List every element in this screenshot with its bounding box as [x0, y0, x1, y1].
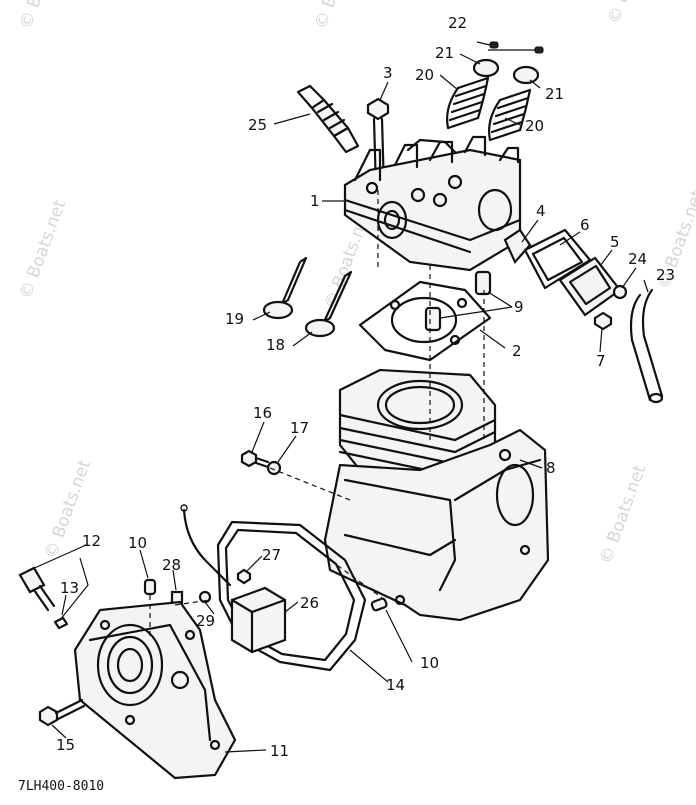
valve-cotter-left[interactable]: [489, 41, 499, 49]
alignment-lines: [149, 190, 485, 640]
callout-26: 26: [300, 594, 319, 612]
callout-15: 15: [56, 736, 75, 754]
callout-25: 25: [248, 116, 267, 134]
callout-22: 22: [448, 14, 467, 32]
head-gasket[interactable]: [358, 280, 492, 362]
callout-4: 4: [536, 202, 546, 220]
leader-lines: [29, 41, 649, 753]
dowel-pin-case[interactable]: [370, 597, 388, 612]
spark-plug[interactable]: [296, 84, 360, 154]
pulser-coil-wire[interactable]: [180, 504, 232, 587]
cover-bolt-long[interactable]: [38, 698, 86, 727]
callout-labels: 1 2 3 4 5 6 7 8 9 10 10 11 12 13 14 15 1…: [56, 14, 675, 760]
watermark-left: © Boats.net: [16, 197, 70, 302]
watermark-top-right: © Boats.net: [604, 0, 658, 27]
spring-retainer-right[interactable]: [512, 65, 540, 85]
callout-9: 9: [514, 298, 524, 316]
callout-18: 18: [266, 336, 285, 354]
oil-level-sensor[interactable]: [18, 566, 56, 612]
callout-10-left: 10: [128, 534, 147, 552]
diagram-code: 7LH400-8010: [18, 779, 104, 794]
callout-16: 16: [253, 404, 272, 422]
breather-hose[interactable]: [629, 288, 664, 404]
coil-screw[interactable]: [236, 568, 252, 585]
callout-20-left: 20: [415, 66, 434, 84]
cover-bolt[interactable]: [593, 311, 613, 331]
callout-21-right: 21: [545, 85, 564, 103]
valve-cotter-right[interactable]: [534, 46, 544, 54]
pulser-coil[interactable]: [230, 586, 287, 654]
valve-spring-right[interactable]: [488, 88, 532, 142]
callout-28: 28: [162, 556, 181, 574]
callout-24: 24: [628, 250, 647, 268]
callout-2: 2: [512, 342, 522, 360]
callout-14: 14: [386, 676, 405, 694]
intake-valve[interactable]: [262, 256, 308, 320]
callout-5: 5: [610, 233, 620, 251]
callout-19: 19: [225, 310, 244, 328]
watermark-top-left: © Boats.net: [16, 0, 70, 32]
breather-cap[interactable]: [503, 228, 532, 265]
callout-20-right: 20: [525, 117, 544, 135]
callout-8: 8: [546, 459, 556, 477]
callout-23: 23: [656, 266, 675, 284]
dowel-pins[interactable]: [424, 270, 492, 332]
callout-3: 3: [383, 64, 393, 82]
valve-spring-left[interactable]: [446, 76, 490, 130]
callout-7: 7: [596, 352, 606, 370]
hose-clip[interactable]: [612, 284, 628, 300]
dowel-pin-cover[interactable]: [143, 578, 157, 596]
callout-12: 12: [82, 532, 101, 550]
watermark-bottom-right: © Boats.net: [596, 462, 650, 567]
callout-13: 13: [60, 579, 79, 597]
exhaust-valve[interactable]: [304, 270, 353, 338]
callout-21-left: 21: [435, 44, 454, 62]
crankcase-bolt[interactable]: [240, 449, 270, 469]
callout-1: 1: [310, 192, 320, 210]
crankcase-cover[interactable]: [73, 600, 237, 780]
callout-6: 6: [580, 216, 590, 234]
watermark-top-center: © Boats.net: [311, 0, 365, 32]
cylinder-head[interactable]: [343, 135, 522, 272]
callout-11: 11: [270, 742, 289, 760]
callout-10-right: 10: [420, 654, 439, 672]
callout-27: 27: [262, 546, 281, 564]
callout-17: 17: [290, 419, 309, 437]
callout-29: 29: [196, 612, 215, 630]
tappet-cover[interactable]: [558, 256, 622, 317]
crankcase-washer[interactable]: [266, 460, 282, 476]
